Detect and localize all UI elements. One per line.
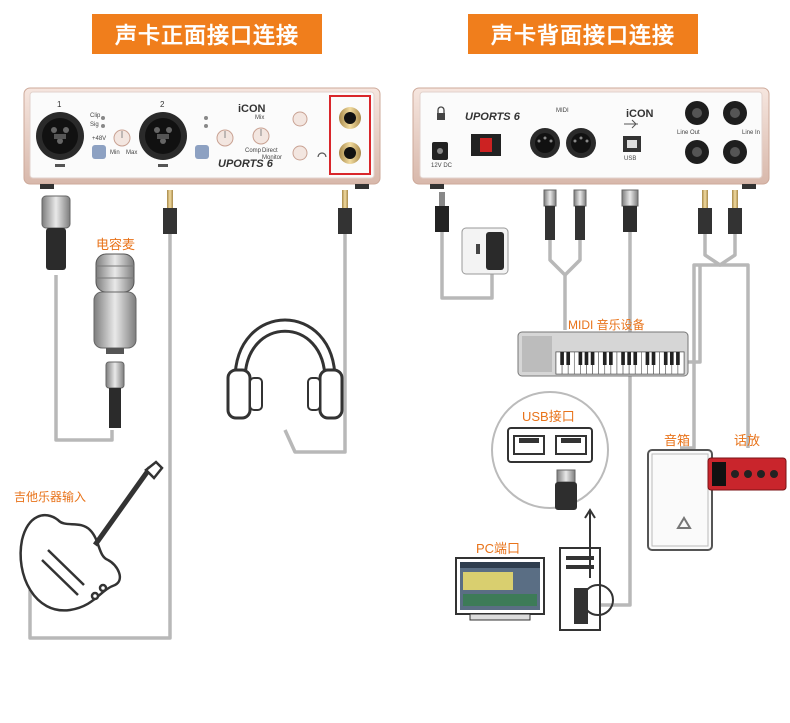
front-sig-label: Sig <box>90 122 99 128</box>
gain-knob-1 <box>114 130 130 146</box>
front-phantom-label: +48V <box>92 136 106 142</box>
dc-power-plug <box>435 192 449 232</box>
midi-in-port <box>530 128 560 158</box>
headphone-jack-plug <box>338 190 352 234</box>
black-key <box>579 352 583 365</box>
front-comp-label: Comp <box>245 148 261 154</box>
xlr-male-plug <box>42 196 70 270</box>
black-key <box>652 352 656 365</box>
lock-icon <box>437 113 445 120</box>
black-key <box>603 352 607 365</box>
usb-b-port <box>623 136 641 152</box>
black-key <box>670 352 674 365</box>
keyboard-keys <box>556 352 684 374</box>
wall-power-outlet <box>462 228 508 274</box>
pc-port-label: PC端口 <box>476 538 520 557</box>
mic-icon <box>55 164 65 167</box>
black-key <box>566 352 570 365</box>
front-direct-monitor-label: Direct Monitor <box>262 148 292 162</box>
back-model-name: UPORTS 6 <box>465 111 520 123</box>
back-midi-label: MIDI <box>556 108 569 114</box>
preamp-unit <box>708 458 786 490</box>
monitor-jack <box>339 107 361 129</box>
talkback-label: 话放 <box>734 430 760 449</box>
black-key <box>609 352 613 365</box>
pc-computer <box>456 510 613 630</box>
midi-device-label: MIDI 音乐设备 <box>568 316 645 333</box>
back-dc-label: 12V DC <box>431 163 452 169</box>
front-audio-interface <box>24 88 380 189</box>
guitar-icon <box>158 164 168 167</box>
front-channel-1-number: 1 <box>57 100 61 109</box>
headphones <box>228 320 342 418</box>
midi-out-port <box>566 128 596 158</box>
main-volume-knob <box>293 112 307 126</box>
condenser-mic-label: 电容麦 <box>96 234 135 253</box>
back-audio-interface <box>413 88 769 189</box>
black-key <box>627 352 631 365</box>
guitar-input-label: 吉他乐器输入 <box>14 488 86 505</box>
back-line-out-label: Line Out <box>677 130 700 136</box>
front-clip-label: Clip <box>90 113 100 119</box>
midi-keyboard <box>518 332 688 376</box>
mix-knob <box>253 128 269 144</box>
black-key <box>591 352 595 365</box>
black-key <box>560 352 564 365</box>
usb-port-label: USB接口 <box>522 406 575 425</box>
speaker-label: 音箱 <box>664 430 690 449</box>
monitor-speaker <box>648 450 712 550</box>
headphone-jack <box>339 142 361 164</box>
phantom-power-button-1 <box>92 145 106 159</box>
dc-power-jack <box>432 142 448 160</box>
back-usb-label: USB <box>624 156 636 162</box>
power-switch <box>471 134 501 156</box>
front-brand-logo: iCON <box>238 103 266 115</box>
black-key <box>633 352 637 365</box>
black-key <box>646 352 650 365</box>
black-key <box>621 352 625 365</box>
xlr-combo-input-1 <box>36 112 84 160</box>
cables <box>30 228 748 638</box>
black-key <box>585 352 589 365</box>
black-key <box>664 352 668 365</box>
headphone-volume-knob <box>293 146 307 160</box>
phantom-power-button-2 <box>195 145 209 159</box>
usb-b-plug <box>622 190 638 232</box>
gain-knob-2 <box>217 130 233 146</box>
back-line-in-label: Line In <box>742 130 760 136</box>
condenser-microphone <box>94 254 136 428</box>
front-channel-2-number: 2 <box>160 100 164 109</box>
front-min-label: Min <box>110 150 120 156</box>
front-max-label: Max <box>126 150 137 156</box>
guitar-jack-plug <box>163 190 177 234</box>
front-mix-label: Mix <box>255 115 264 121</box>
black-key <box>676 352 680 365</box>
line-jack-plugs <box>698 190 742 234</box>
xlr-combo-input-2 <box>139 112 187 160</box>
electric-guitar <box>21 462 162 610</box>
back-brand-logo: iCON <box>626 108 654 120</box>
midi-cable-plugs <box>544 190 586 240</box>
